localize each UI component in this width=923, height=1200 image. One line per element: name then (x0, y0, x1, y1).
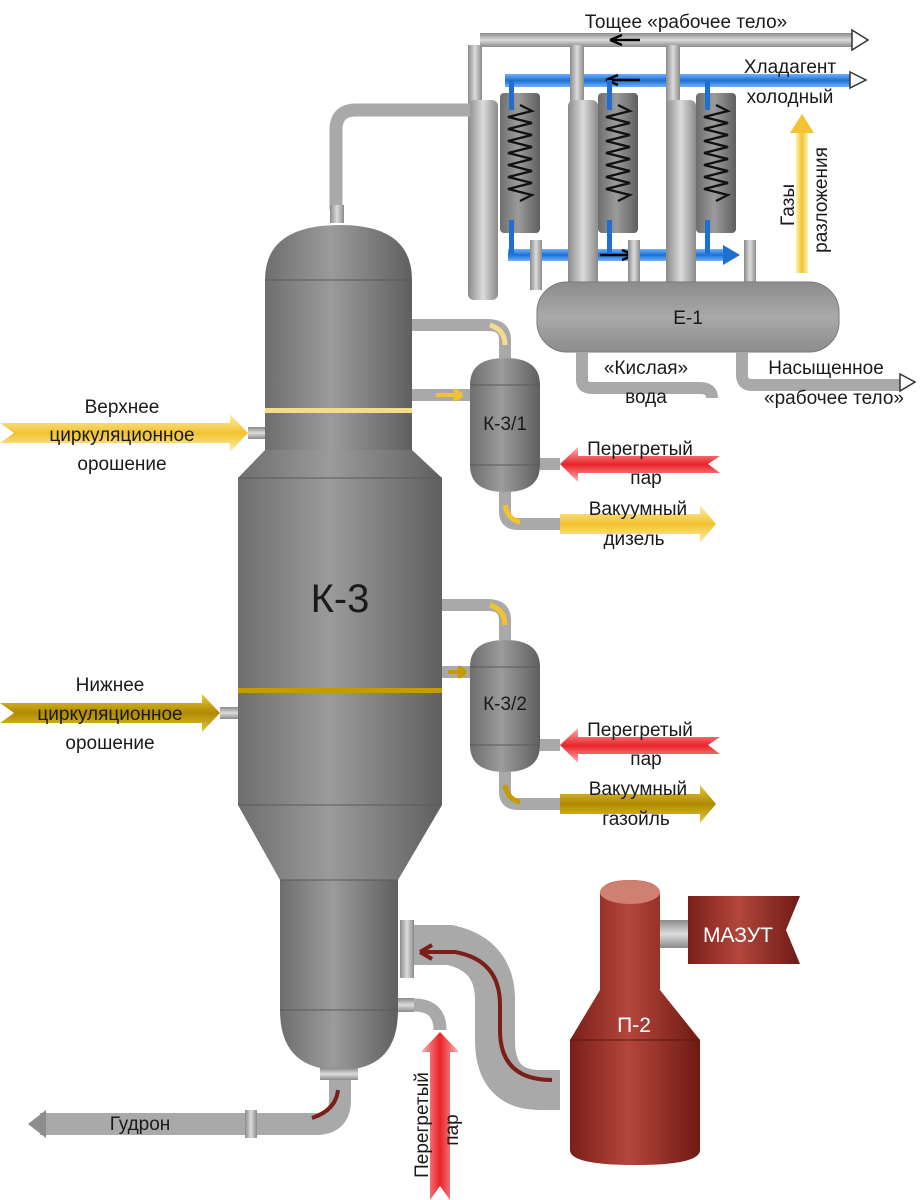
steam2-label-line1: Перегретый (587, 720, 693, 741)
lean-medium-pipe (480, 33, 852, 47)
lower-reflux-label-line2: циркуляционное (37, 704, 182, 725)
vacuum-gasoil-label-line2: газойль (602, 809, 670, 830)
separator-e1-label: Е-1 (673, 308, 703, 329)
saturated-medium-pipe (736, 352, 900, 391)
flow-left-arrow-icon (609, 33, 640, 47)
upper-reflux-label-line1: Верхнее (85, 397, 160, 418)
lower-reflux-label-line1: Нижнее (76, 675, 145, 696)
coolant-label-line1: Хладагент (744, 57, 837, 78)
stripper-k3-1-label: К-3/1 (483, 414, 527, 435)
coolant-label-line2: холодный (747, 87, 834, 108)
decomp-gases-label-line2: разложения (811, 147, 832, 253)
saturated-medium-label-line1: Насыщенное (768, 358, 884, 379)
tar-label: Гудрон (110, 1114, 171, 1135)
lean-medium-inlet-arrow-icon (851, 28, 870, 52)
furnace-p2-label: П-2 (617, 1014, 651, 1037)
column-k3 (238, 225, 442, 1070)
lower-reflux-arrow (0, 694, 238, 732)
sour-water-label-line2: вода (625, 387, 667, 408)
furnace-p2 (400, 880, 800, 1165)
sour-water-label-line1: «Кислая» (604, 358, 688, 379)
separator-e1 (536, 281, 917, 399)
upper-reflux-arrow (0, 414, 265, 452)
lean-medium-label: Тощее «рабочее тело» (585, 12, 787, 33)
vacuum-diesel-label-line1: Вакуумный (589, 499, 687, 520)
saturated-medium-label-line2: «рабочее тело» (764, 388, 904, 409)
steam-3-arrow (398, 998, 459, 1200)
tar-outlet (28, 1068, 358, 1138)
stripper-k3-2 (442, 599, 560, 810)
vacuum-gasoil-arrow (560, 785, 716, 823)
coolant-outlet-arrow-icon (723, 245, 740, 265)
stripper-k3-1 (412, 319, 560, 530)
column-k3-label: К-3 (311, 577, 370, 621)
decomp-gases-label-line1: Газы (778, 184, 799, 226)
vacuum-gasoil-label-line1: Вакуумный (589, 779, 687, 800)
steam2-label-line2: пар (630, 749, 661, 770)
steam-2-arrow (560, 728, 720, 763)
fuel-oil-label: МАЗУТ (703, 924, 773, 947)
steam1-label-line1: Перегретый (587, 439, 693, 460)
overhead-vapour-pipe (329, 103, 470, 210)
vacuum-diesel-label-line2: дизель (603, 529, 664, 550)
steam-1-arrow (560, 447, 720, 482)
steam3-label-line1: Перегретый (412, 1072, 433, 1178)
decomp-gases-pipe (796, 133, 808, 273)
saturated-medium-arrow-icon (899, 372, 917, 393)
condenser-section (329, 28, 870, 300)
condenser-1 (468, 45, 542, 300)
lower-reflux-label-line3: орошение (65, 733, 154, 754)
upper-reflux-label-line3: орошение (77, 454, 166, 475)
coolant-inlet-arrow-icon (849, 70, 868, 90)
condenser-3 (666, 45, 756, 300)
upper-reflux-label-line2: циркуляционное (49, 425, 194, 446)
sour-water-pipe (576, 352, 718, 399)
steam1-label-line2: пар (630, 468, 661, 489)
stripper-k3-2-label: К-3/2 (483, 694, 527, 715)
vacuum-diesel-arrow (560, 505, 716, 543)
decomp-gases-arrow-icon (790, 114, 814, 133)
condenser-2 (568, 45, 640, 300)
steam3-label-line2: пар (442, 1114, 463, 1145)
